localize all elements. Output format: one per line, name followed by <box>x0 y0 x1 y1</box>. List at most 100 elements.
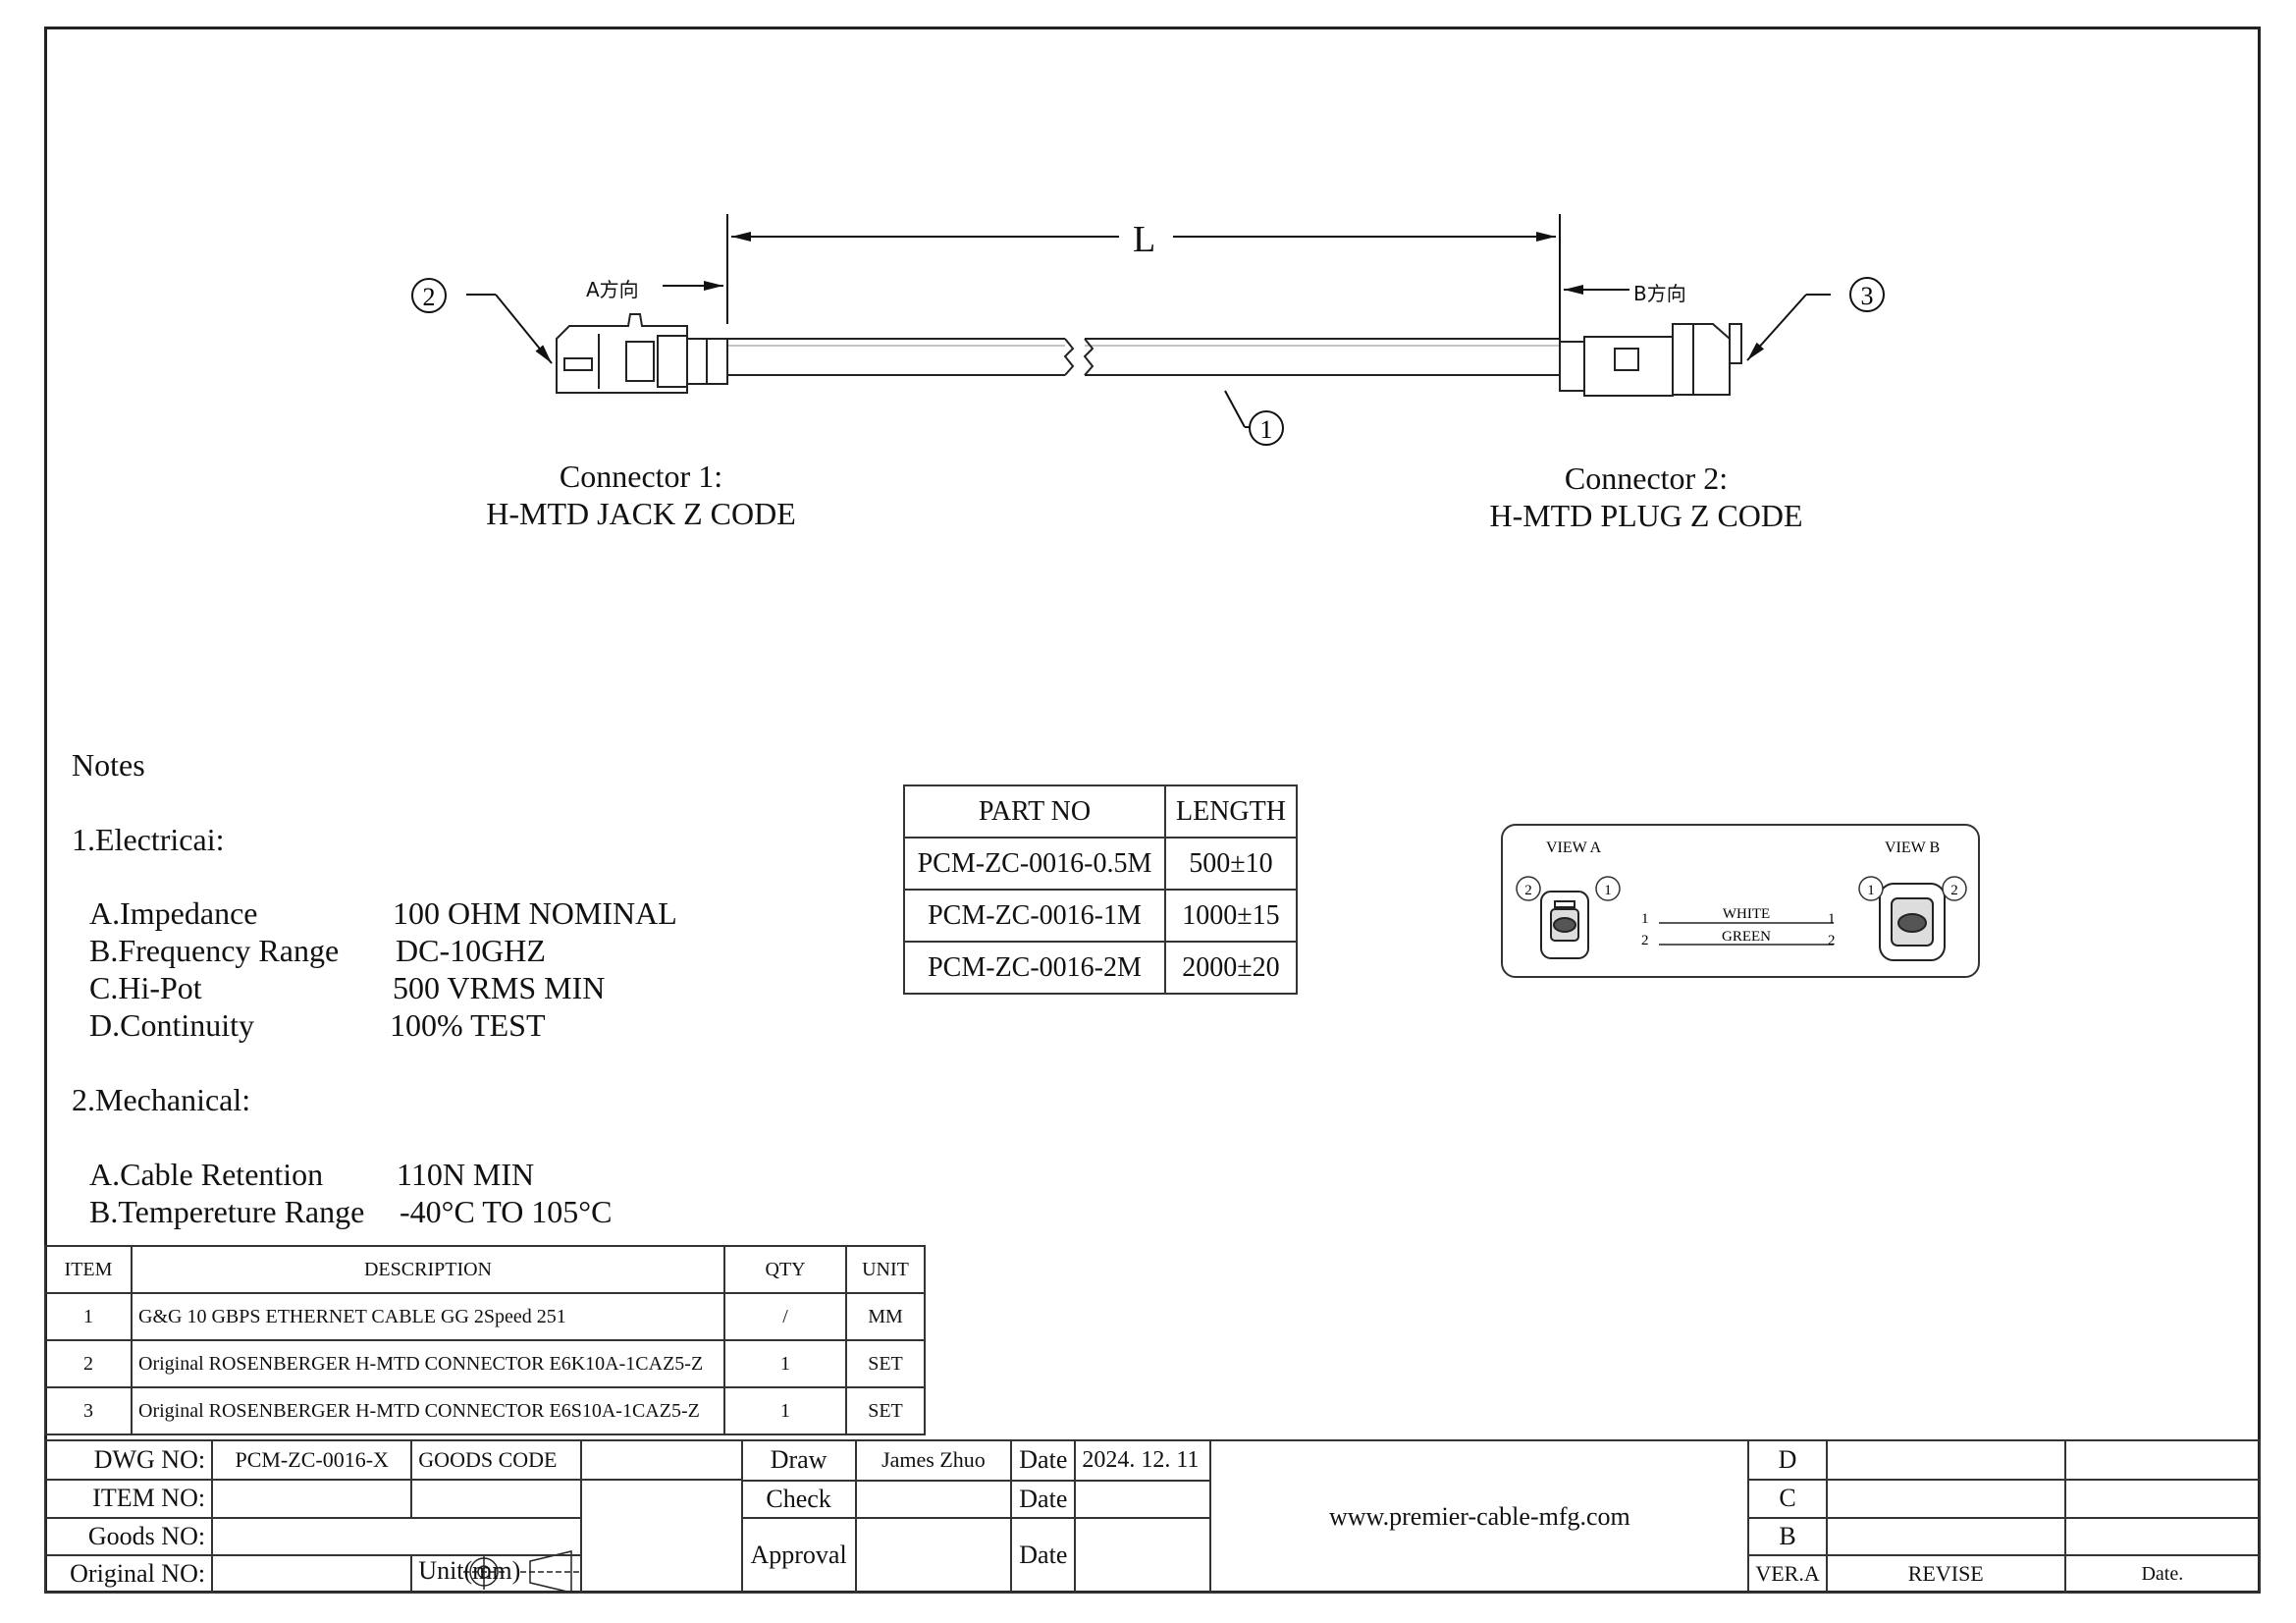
svg-text:2: 2 <box>1524 883 1532 898</box>
approval-date-label: Date <box>1010 1517 1077 1594</box>
note-temperature-label: B.Tempereture Range <box>89 1194 365 1229</box>
original-no-label: Original NO: <box>43 1554 214 1594</box>
svg-text:2: 2 <box>1950 883 1958 898</box>
svg-text:1: 1 <box>1260 415 1273 444</box>
check-name <box>854 1479 1013 1519</box>
part-no-header: PART NO <box>903 784 1166 839</box>
approval-label: Approval <box>740 1517 857 1594</box>
dwg-no-value: PCM-ZC-0016-X <box>211 1439 413 1481</box>
item-no-label: ITEM NO: <box>43 1479 214 1519</box>
table-row: 1 G&G 10 GBPS ETHERNET CABLE GG 2Speed 2… <box>44 1292 926 1341</box>
approval-date-value <box>1074 1517 1212 1594</box>
length-cell: 1000±15 <box>1164 889 1298 943</box>
item-cell: 1 <box>44 1292 133 1341</box>
connector-1-caption: Connector 1: H-MTD JACK Z CODE <box>445 458 837 532</box>
original-no-value <box>211 1554 413 1594</box>
unit-cell: SET <box>845 1339 926 1388</box>
revision-c-note <box>1825 1479 2066 1519</box>
unit-label: Unit(mm) <box>410 1554 582 1594</box>
note-retention-value: 110N MIN <box>397 1157 535 1192</box>
wire-1-left-pin: 1 <box>1641 911 1649 927</box>
view-a-pin-2: 2 <box>1516 876 1541 901</box>
goods-no-label: Goods NO: <box>43 1516 214 1556</box>
connector-2-caption-line1: Connector 2: <box>1564 460 1729 496</box>
note-frequency-value: DC-10GHZ <box>396 933 546 968</box>
wire-2-right-pin: 2 <box>1828 933 1836 948</box>
view-b-pin-1: 1 <box>1858 876 1884 901</box>
connector-1-jack <box>556 313 728 394</box>
unit-header: UNIT <box>845 1245 926 1294</box>
table-row: 3 Original ROSENBERGER H-MTD CONNECTOR E… <box>44 1386 926 1435</box>
note-retention-label: A.Cable Retention <box>89 1157 324 1192</box>
table-row: PCM-ZC-0016-2M 2000±20 <box>903 941 1298 995</box>
revision-d: D <box>1747 1439 1828 1481</box>
draw-label: Draw <box>740 1439 857 1482</box>
balloon-2: 2 <box>411 278 447 313</box>
draw-name: James Zhuo <box>854 1439 1013 1482</box>
revision-c: C <box>1747 1479 1828 1519</box>
bom-table: ITEM DESCRIPTION QTY UNIT 1 G&G 10 GBPS … <box>44 1245 926 1435</box>
draw-date-value: 2024. 12. 11 <box>1074 1439 1212 1482</box>
table-row: 2 Original ROSENBERGER H-MTD CONNECTOR E… <box>44 1339 926 1388</box>
length-cell: 2000±20 <box>1164 941 1298 995</box>
goods-code-value <box>579 1439 743 1481</box>
note-impedance-value: 100 OHM NOMINAL <box>393 895 677 931</box>
connector-2-plug <box>1559 323 1742 397</box>
draw-date-label: Date <box>1010 1439 1077 1482</box>
svg-text:2: 2 <box>423 283 436 311</box>
qty-cell: 1 <box>723 1339 847 1388</box>
check-date-value <box>1074 1479 1212 1519</box>
part-no-cell: PCM-ZC-0016-2M <box>903 941 1166 995</box>
balloon-leaders <box>466 294 1831 428</box>
table-row: PCM-ZC-0016-1M 1000±15 <box>903 889 1298 943</box>
revision-d-note <box>1825 1439 2066 1481</box>
unit-cell: SET <box>845 1386 926 1435</box>
length-cell: 500±10 <box>1164 837 1298 891</box>
goods-no-value <box>211 1516 582 1556</box>
view-a-face <box>1540 891 1589 959</box>
note-frequency-label: B.Frequency Range <box>89 933 340 968</box>
revise-label: REVISE <box>1825 1554 2066 1594</box>
svg-text:1: 1 <box>1604 883 1612 898</box>
revision-b-date <box>2063 1516 2262 1556</box>
item-cell: 3 <box>44 1386 133 1435</box>
view-b-pin-2: 2 <box>1942 876 1967 901</box>
table-row: PCM-ZC-0016-0.5M 500±10 <box>903 837 1298 891</box>
connector-2-caption-line2: H-MTD PLUG Z CODE <box>1489 498 1803 533</box>
description-header: DESCRIPTION <box>131 1245 725 1294</box>
item-header: ITEM <box>44 1245 133 1294</box>
direction-b-label: B方向 <box>1633 282 1686 305</box>
check-label: Check <box>740 1479 857 1519</box>
description-cell: Original ROSENBERGER H-MTD CONNECTOR E6K… <box>131 1339 725 1388</box>
notes-title: Notes <box>72 747 145 783</box>
item-no-extra <box>410 1479 582 1519</box>
note-temperature-value: -40°C TO 105°C <box>400 1194 613 1229</box>
view-a-label: VIEW A <box>1546 839 1602 856</box>
connector-1-caption-line2: H-MTD JACK Z CODE <box>486 496 796 531</box>
wire-1-color: WHITE <box>1723 906 1770 922</box>
qty-header: QTY <box>723 1245 847 1294</box>
direction-a-label: A方向 <box>586 278 639 301</box>
connector-1-caption-line1: Connector 1: <box>559 459 723 494</box>
revision-b-note <box>1825 1516 2066 1556</box>
company-website: www.premier-cable-mfg.com <box>1209 1439 1750 1594</box>
title-block: DWG NO: PCM-ZC-0016-X GOODS CODE Draw Ja… <box>43 1439 2262 1594</box>
item-cell: 2 <box>44 1339 133 1388</box>
approval-name <box>854 1517 1013 1594</box>
qty-cell: 1 <box>723 1386 847 1435</box>
unit-cell: MM <box>845 1292 926 1341</box>
revision-d-date <box>2063 1439 2262 1481</box>
description-cell: G&G 10 GBPS ETHERNET CABLE GG 2Speed 251 <box>131 1292 725 1341</box>
part-no-cell: PCM-ZC-0016-0.5M <box>903 837 1166 891</box>
balloon-3: 3 <box>1849 277 1885 312</box>
cable <box>727 338 1560 376</box>
view-a-pin-1: 1 <box>1595 876 1621 901</box>
revision-c-date <box>2063 1479 2262 1519</box>
qty-cell: / <box>723 1292 847 1341</box>
length-header: LENGTH <box>1164 784 1298 839</box>
note-continuity-label: D.Continuity <box>89 1007 255 1043</box>
wire-1-right-pin: 1 <box>1828 911 1836 927</box>
length-dimension <box>663 214 1629 344</box>
table-header-row: ITEM DESCRIPTION QTY UNIT <box>44 1245 926 1294</box>
wire-2-left-pin: 2 <box>1641 933 1649 948</box>
